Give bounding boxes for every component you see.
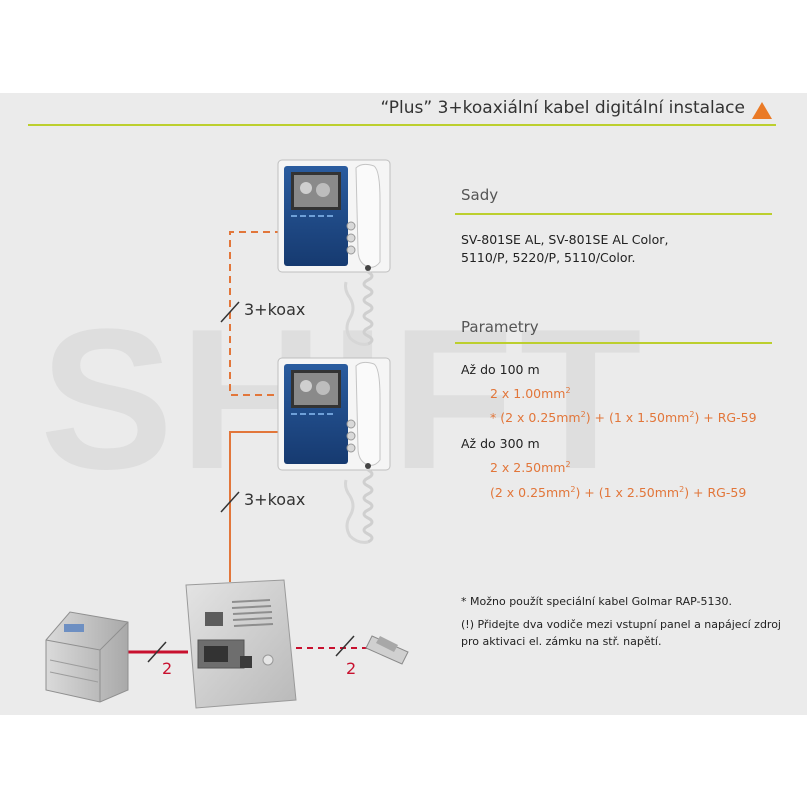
range-100m-spec-1: 2 x 1.00mm2 (490, 386, 571, 402)
params-heading: Parametry (461, 318, 539, 336)
warning-triangle-icon (752, 102, 772, 119)
range-300m-label: Až do 300 m (461, 436, 540, 451)
lower-monitor-cable (229, 431, 292, 582)
door-entry-panel (185, 579, 297, 709)
title-divider (28, 124, 776, 126)
upper-monitor-cable (229, 231, 290, 396)
range-300m-spec-2: (2 x 0.25mm2) + (1 x 2.50mm2) + RG-59 (490, 485, 747, 501)
range-100m-spec-2: * (2 x 0.25mm2) + (1 x 1.50mm2) + RG-59 (490, 410, 757, 426)
power-cable-mark (147, 641, 167, 663)
kits-divider (455, 213, 772, 215)
range-100m-label: Až do 100 m (461, 362, 540, 377)
lower-cable-mark (220, 491, 240, 513)
upper-cable-mark (220, 301, 240, 323)
note-special-cable: * Možno použít speciální kabel Golmar RA… (461, 595, 732, 608)
kits-line-2: 5110/P, 5220/P, 5110/Color. (461, 250, 636, 265)
note-lock-line-2: pro aktivaci el. zámku na stř. napětí. (461, 635, 662, 648)
page-title: “Plus” 3+koaxiální kabel digitální insta… (380, 98, 745, 118)
power-supply-unit (45, 611, 129, 703)
params-divider (455, 342, 772, 344)
lock-cable-mark (335, 635, 355, 657)
note-lock-line-1: (!) Přidejte dva vodiče mezi vstupní pan… (461, 618, 781, 631)
electric-lock (365, 635, 409, 665)
lock-cable-label: 2 (346, 659, 357, 678)
lower-monitor (277, 357, 391, 544)
lower-cable-label: 3+koax (244, 490, 306, 509)
upper-monitor (277, 159, 391, 346)
range-300m-spec-1: 2 x 2.50mm2 (490, 460, 571, 476)
kits-line-1: SV-801SE AL, SV-801SE AL Color, (461, 232, 669, 247)
upper-cable-label: 3+koax (244, 300, 306, 319)
kits-heading: Sady (461, 186, 499, 204)
background-panel (0, 93, 807, 715)
power-cable-label: 2 (162, 659, 173, 678)
